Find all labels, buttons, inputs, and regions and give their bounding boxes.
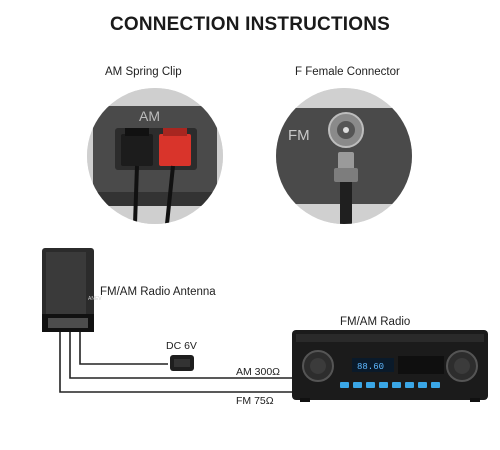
- radio-label: FM/AM Radio: [340, 316, 410, 328]
- fm-panel-label: FM: [288, 127, 310, 144]
- am-clip-caption: AM Spring Clip: [105, 66, 182, 78]
- fm-connector-closeup: FM: [276, 88, 412, 224]
- black-clip: [121, 134, 153, 166]
- volume-knob: [303, 351, 333, 381]
- fm-connector-caption: F Female Connector: [295, 66, 400, 78]
- antenna-unit: [42, 248, 94, 332]
- radio-receiver: [292, 330, 488, 402]
- dc-adapter-label: DC 6V: [166, 340, 197, 352]
- dc-adapter: [170, 355, 194, 371]
- am-panel-label: AM: [139, 108, 160, 124]
- coax-cable: [340, 182, 352, 224]
- f-connector-plug: [338, 152, 354, 170]
- red-clip: [159, 134, 191, 166]
- am-clip-closeup: AM: [87, 88, 223, 224]
- am-clip-illustration: AM: [87, 88, 223, 224]
- tuning-knob: [447, 351, 477, 381]
- am-wire-1: [135, 166, 137, 224]
- dc-cable: [80, 332, 168, 364]
- am-cable-label: AM 300Ω: [236, 366, 280, 378]
- eq-leds: [340, 382, 440, 388]
- radio-display: [352, 358, 394, 372]
- antenna-label: FM/AM Radio Antenna: [100, 286, 216, 298]
- page-title: CONNECTION INSTRUCTIONS: [0, 14, 500, 36]
- fm-cable-label: FM 75Ω: [236, 395, 274, 407]
- radio-display-readout: 88.60: [357, 362, 384, 372]
- fm-connector-illustration: FM: [276, 88, 412, 224]
